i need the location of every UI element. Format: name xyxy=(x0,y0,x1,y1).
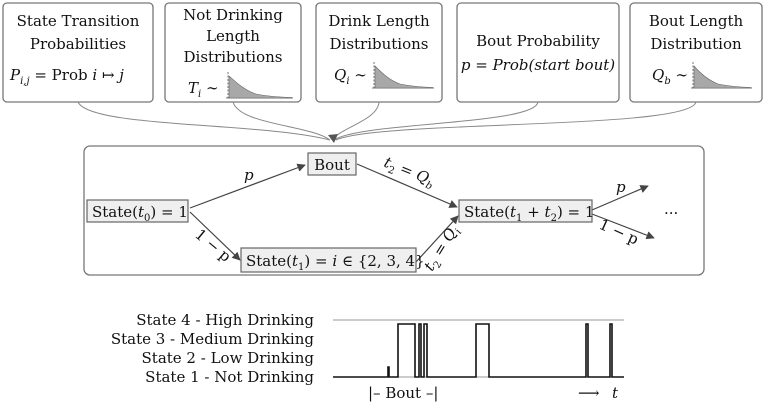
node-end-state: State(t1 + t2) = 1 xyxy=(458,199,594,224)
time-arrow: ⟶ xyxy=(578,384,600,402)
top-box-not-drinking: Not Drinking Length Distributions Ti ∼ xyxy=(164,2,302,103)
edge-start-to-bout xyxy=(189,163,306,209)
time-variable: t xyxy=(612,384,619,402)
out-label-p: p xyxy=(616,178,626,196)
top-box-3-line-2: Distributions xyxy=(330,35,429,53)
svg-text:Bout: Bout xyxy=(314,156,350,174)
edge-label-p: p xyxy=(244,166,254,184)
top-box-2-line-2: Length xyxy=(206,27,260,45)
convergence-arrowhead xyxy=(328,134,338,143)
top-box-state-transition: State Transition Probabilities Pi,j = Pr… xyxy=(2,2,154,103)
top-box-3-formula: Qi ∼ xyxy=(334,66,367,87)
edge-bout-to-end xyxy=(356,163,458,208)
top-box-1-line-2: Probabilities xyxy=(30,35,126,53)
edge-out-1mp xyxy=(591,213,655,240)
top-box-4-line-1: Bout Probability xyxy=(476,32,600,50)
timeline: State 4 - High Drinking State 3 - Medium… xyxy=(111,311,624,402)
top-box-1-line-1: State Transition xyxy=(17,12,140,30)
top-box-5-line-1: Bout Length xyxy=(649,12,744,30)
state-label-3: State 3 - Medium Drinking xyxy=(111,330,315,348)
state-label-4: State 4 - High Drinking xyxy=(136,311,314,329)
node-bout: Bout xyxy=(307,152,357,176)
edge-out-p xyxy=(591,185,649,211)
svg-text:State(t1) = i ∈ {2, 3, 4}: State(t1) = i ∈ {2, 3, 4} xyxy=(246,252,425,273)
converging-connectors xyxy=(77,101,697,143)
state-label-2: State 2 - Low Drinking xyxy=(142,349,315,367)
mini-distribution-icon xyxy=(691,62,752,89)
top-box-5-line-2: Distribution xyxy=(650,35,742,53)
top-box-4-formula: p = Prob(start bout) xyxy=(461,56,615,74)
edge-mid-to-end xyxy=(415,215,459,263)
svg-text:State(t1 + t2) = 1: State(t1 + t2) = 1 xyxy=(464,203,594,224)
edge-start-to-mid xyxy=(189,211,241,261)
mini-distribution-icon xyxy=(226,72,293,99)
flow-ellipsis: ... xyxy=(664,200,678,218)
state-label-1: State 1 - Not Drinking xyxy=(145,368,314,386)
node-mid-state: State(t1) = i ∈ {2, 3, 4} xyxy=(240,247,425,273)
mini-distribution-icon xyxy=(372,62,434,89)
top-box-2-formula: Ti ∼ xyxy=(188,79,219,100)
top-box-1-formula: Pi,j = Prob i ↦ j xyxy=(9,66,124,87)
top-box-bout-probability: Bout Probability p = Prob(start bout) xyxy=(456,2,620,103)
top-box-2-line-3: Distributions xyxy=(184,48,283,66)
top-box-3-line-1: Drink Length xyxy=(328,12,430,30)
flow-panel: State(t0) = 1 Bout State(t1) = i ∈ {2, 3… xyxy=(83,145,705,276)
bout-span-label: |– Bout –| xyxy=(368,384,438,402)
top-box-drink-length: Drink Length Distributions Qi ∼ xyxy=(315,2,443,103)
node-start-state: State(t0) = 1 xyxy=(86,199,189,224)
svg-text:State(t0) = 1: State(t0) = 1 xyxy=(92,203,188,224)
top-box-2-line-1: Not Drinking xyxy=(183,6,283,24)
top-box-bout-length: Bout Length Distribution Qb ∼ xyxy=(629,2,763,103)
top-box-5-formula: Qb ∼ xyxy=(652,66,688,87)
drinking-state-trace xyxy=(333,323,624,378)
